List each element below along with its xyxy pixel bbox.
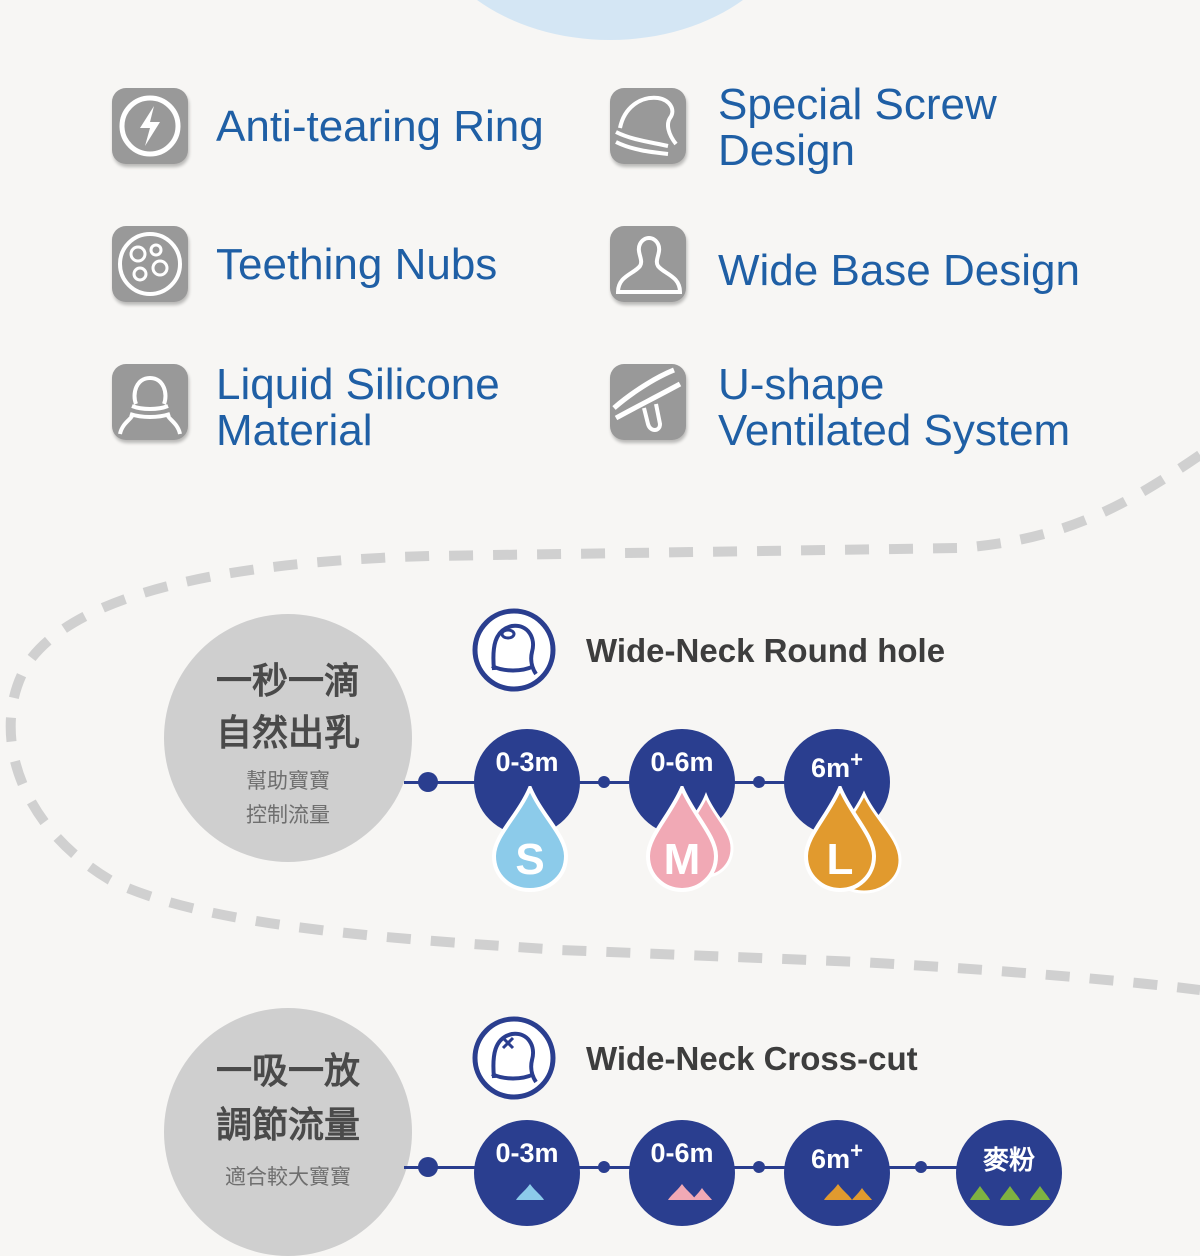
circle-title-line-2: 自然出乳 <box>215 713 360 754</box>
flow-dot <box>598 776 610 788</box>
size-circle-0-3m: 0-3m <box>474 1120 580 1226</box>
feature-label-u-shape-vent: U-shape Ventilated System <box>718 360 1071 455</box>
size-label: 麥粉 <box>982 1146 1035 1176</box>
feature-teething-nubs <box>112 226 188 302</box>
flow-dot <box>598 1161 610 1173</box>
size-label: 0-3m <box>495 747 559 777</box>
size-label: 0-6m <box>650 1138 714 1168</box>
u-shape-vent-icon <box>610 364 686 440</box>
circle-title-line-2: 調節流量 <box>215 1105 360 1146</box>
circle-title-line-1: 一秒一滴 <box>215 661 360 702</box>
round-hole-nipple-icon <box>472 608 556 692</box>
feature-special-screw <box>610 88 686 164</box>
round-hole-title: Wide-Neck Round hole <box>586 632 946 669</box>
size-circle-6m-plus: 6m+ <box>784 1120 890 1226</box>
drop-small-icon: S <box>491 786 569 892</box>
feature-label-special-screw: Special Screw Design <box>718 80 997 175</box>
drop-medium-icon: M <box>645 786 734 892</box>
circle-subtitle-line-2: 控制流量 <box>246 803 330 827</box>
feature-anti-tearing-ring <box>112 88 188 164</box>
drop-letter: L <box>827 835 854 884</box>
drop-cereal-icon <box>970 1186 1050 1200</box>
feature-label-anti-tearing-ring: Anti-tearing Ring <box>216 102 544 151</box>
size-label: 0-6m <box>650 747 714 777</box>
silicone-nipple-icon <box>112 364 188 440</box>
size-label: 6m+ <box>811 747 863 783</box>
flow-start-dot <box>418 772 438 792</box>
feature-label-liquid-silicone: Liquid Silicone Material <box>216 360 500 455</box>
flow-start-dot <box>418 1157 438 1177</box>
drop-letter: M <box>664 835 701 884</box>
size-label: 6m+ <box>811 1138 863 1174</box>
round-hole-info-circle: 一秒一滴 自然出乳 幫助寶寶 控制流量 <box>164 614 412 862</box>
flow-dot <box>753 1161 765 1173</box>
circle-subtitle-line-1: 適合較大寶寶 <box>225 1165 351 1189</box>
drop-small-icon <box>516 1184 544 1200</box>
round-hole-flow-line <box>404 781 824 784</box>
cross-cut-nipple-icon <box>472 1016 556 1100</box>
feature-u-shape-vent <box>610 364 686 440</box>
cross-cut-title: Wide-Neck Cross-cut <box>586 1040 918 1077</box>
dashed-wave-decoration <box>5 450 1200 995</box>
lightning-ring-icon <box>112 88 188 164</box>
size-circle-cereal: 麥粉 <box>956 1120 1062 1226</box>
feature-label-wide-base: Wide Base Design <box>718 246 1080 295</box>
size-circle-0-6m: 0-6m <box>629 1120 735 1226</box>
drop-letter: S <box>515 835 544 884</box>
feature-liquid-silicone <box>112 364 188 440</box>
flow-dot <box>915 1161 927 1173</box>
feature-wide-base <box>610 226 686 302</box>
teething-nubs-icon <box>112 226 188 302</box>
flow-dot <box>753 776 765 788</box>
circle-title-line-1: 一吸一放 <box>215 1051 360 1092</box>
feature-label-teething-nubs: Teething Nubs <box>216 240 498 289</box>
screw-nipple-icon <box>610 88 686 164</box>
drop-large-icon: L <box>803 786 902 894</box>
drop-medium-icon <box>668 1184 712 1200</box>
cross-cut-info-circle: 一吸一放 調節流量 適合較大寶寶 <box>164 1008 412 1256</box>
circle-subtitle-line-1: 幫助寶寶 <box>246 769 330 793</box>
size-label: 0-3m <box>495 1138 559 1168</box>
drop-large-icon <box>824 1184 872 1200</box>
wide-base-nipple-icon <box>610 226 686 302</box>
